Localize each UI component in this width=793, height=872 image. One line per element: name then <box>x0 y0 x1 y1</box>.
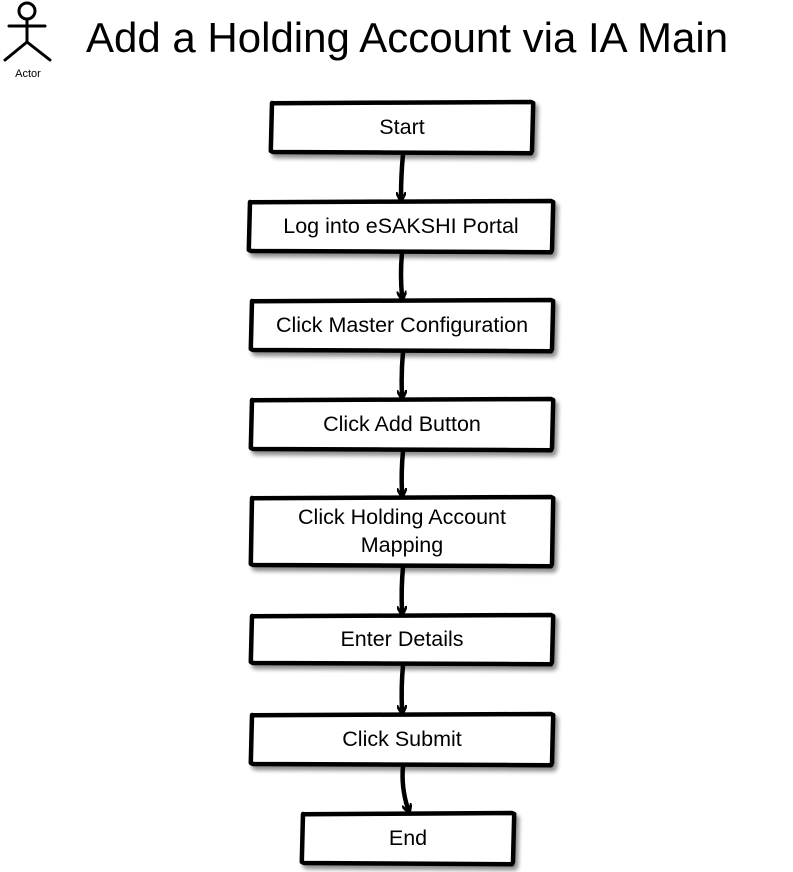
step-label-login: Log into eSAKSHI Portal <box>283 214 519 238</box>
step-label-start: Start <box>379 115 425 139</box>
step-box-add-button <box>248 396 556 453</box>
step-label-add-button: Click Add Button <box>323 412 481 436</box>
connector-arrow-enter-details-to-submit <box>402 662 403 710</box>
step-box-start <box>268 99 536 156</box>
diagram-title: Add a Holding Account via IA Main <box>86 14 729 61</box>
step-label-enter-details: Enter Details <box>340 627 464 651</box>
connector-arrow-add-button-to-holding-mapping <box>402 448 403 493</box>
step-label-holding-mapping: Click Holding Account Mapping <box>298 505 506 557</box>
step-box-master-config <box>248 297 556 354</box>
actor-stick-figure-icon <box>3 1 52 62</box>
flow-connectors <box>400 151 408 809</box>
connector-arrow-master-config-to-add-button <box>402 349 403 395</box>
step-box-holding-mapping <box>248 494 556 569</box>
connector-arrow-holding-mapping-to-enter-details <box>402 564 403 611</box>
step-box-login <box>246 198 556 255</box>
actor-label: Actor <box>15 68 41 80</box>
step-box-enter-details <box>248 612 556 667</box>
connector-arrow-submit-to-end <box>400 763 408 809</box>
step-label-end: End <box>388 826 428 850</box>
connector-arrow-start-to-login <box>401 151 403 197</box>
flow-step-boxes <box>246 99 556 867</box>
step-label-submit: Click Submit <box>342 727 462 751</box>
connector-arrow-login-to-master-config <box>401 250 402 296</box>
step-label-master-config: Click Master Configuration <box>275 313 529 337</box>
step-box-submit <box>248 711 556 768</box>
step-box-end <box>299 810 517 867</box>
